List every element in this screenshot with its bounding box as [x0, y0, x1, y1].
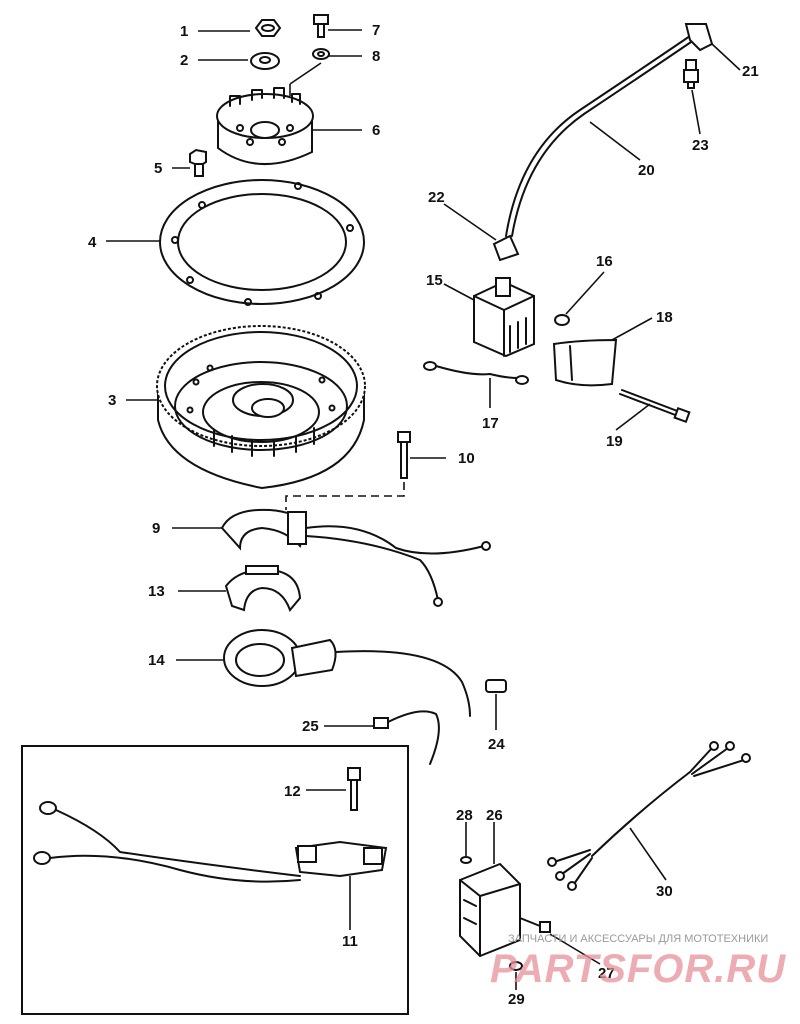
callout-17: 17 — [482, 415, 499, 432]
callout-13: 13 — [148, 583, 165, 600]
part-30-harness — [547, 741, 751, 891]
part-9-trigger — [220, 508, 491, 607]
part-6-hub — [216, 87, 314, 166]
callout-labels: 1 2 3 4 5 6 7 8 9 10 11 12 13 14 15 16 1… — [88, 22, 759, 1008]
part-14-stator — [223, 629, 471, 717]
callout-29: 29 — [508, 991, 525, 1008]
part-7-screw — [313, 14, 329, 38]
callout-3: 3 — [108, 392, 116, 409]
callout-9: 9 — [152, 520, 160, 537]
callout-19: 19 — [606, 433, 623, 450]
callout-22: 22 — [428, 189, 445, 206]
part-27-screw — [519, 917, 551, 933]
callout-1: 1 — [180, 23, 188, 40]
callout-16: 16 — [596, 253, 613, 270]
part-15-ignition-coil — [473, 277, 535, 358]
leader-lines — [106, 29, 741, 990]
part-25-wire — [373, 710, 440, 765]
part-3-flywheel — [156, 325, 366, 490]
part-16-nut — [554, 314, 570, 326]
callout-24: 24 — [488, 736, 505, 753]
callout-10: 10 — [458, 450, 475, 467]
dashed-connector — [285, 482, 405, 510]
part-22-boot — [492, 234, 520, 262]
part-20-hv-lead — [505, 35, 695, 237]
part-29-nut — [509, 961, 523, 971]
part-12-screw — [347, 767, 361, 811]
callout-23: 23 — [692, 137, 709, 154]
callout-30: 30 — [656, 883, 673, 900]
callout-26: 26 — [486, 807, 503, 824]
part-2-washer — [250, 52, 280, 70]
part-28-washer — [460, 856, 472, 864]
callout-28: 28 — [456, 807, 473, 824]
part-26-rectifier — [459, 862, 521, 958]
callout-27: 27 — [598, 965, 615, 982]
watermark-brand: PARTSFOR.RU — [490, 947, 786, 991]
callout-5: 5 — [154, 160, 162, 177]
callout-12: 12 — [284, 783, 301, 800]
part-23-spark-plug — [683, 59, 699, 89]
callout-21: 21 — [742, 63, 759, 80]
part-17-ground-wire — [423, 361, 529, 385]
part-13-bracket — [224, 565, 302, 612]
part-11-sensor — [33, 801, 388, 930]
watermark-caption: ЗАПЧАСТИ И АКСЕССУАРЫ ДЛЯ МОТОТЕХНИКИ — [508, 933, 768, 945]
part-19-screw — [619, 389, 691, 424]
part-8-lockwasher — [312, 48, 330, 60]
callout-14: 14 — [148, 652, 165, 669]
callout-7: 7 — [372, 22, 380, 39]
inset-box — [21, 745, 409, 1015]
callout-4: 4 — [88, 234, 97, 251]
part-4-ring — [159, 179, 365, 306]
part-24-terminal — [485, 679, 507, 693]
callout-15: 15 — [426, 272, 443, 289]
part-5-bolt — [189, 148, 207, 177]
callout-6: 6 — [372, 122, 380, 139]
callout-2: 2 — [180, 52, 188, 69]
watermark: ЗАПЧАСТИ И АКСЕССУАРЫ ДЛЯ МОТОТЕХНИКИ PA… — [490, 933, 786, 991]
callout-18: 18 — [656, 309, 673, 326]
callout-20: 20 — [638, 162, 655, 179]
part-10-screw — [397, 431, 411, 479]
callout-8: 8 — [372, 48, 380, 65]
part-21-cap — [684, 23, 714, 52]
part-1-nut — [254, 19, 282, 37]
callout-25: 25 — [302, 718, 319, 735]
callout-11: 11 — [342, 933, 358, 950]
part-18-cover — [552, 338, 618, 387]
